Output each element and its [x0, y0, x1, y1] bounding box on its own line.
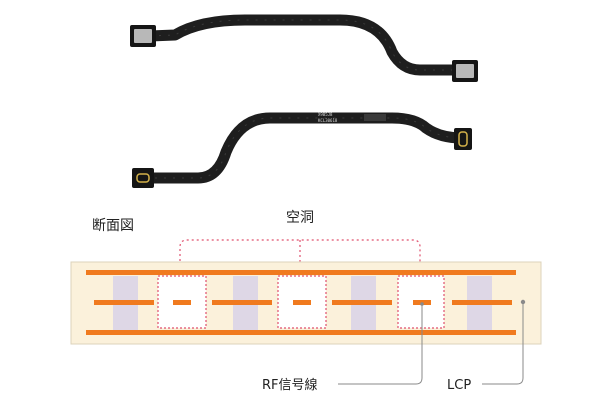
- cable-marking-1: X9B5J8: [318, 112, 333, 117]
- ground-trace: [94, 300, 154, 305]
- section-title: 断面図: [92, 218, 134, 234]
- connector-bottom-left-socket: [136, 173, 150, 183]
- cable-label-patch: [364, 114, 386, 121]
- ground-plane-bottom: [86, 330, 516, 335]
- rf-signal-label: RF信号線: [262, 377, 318, 393]
- rf-leader-line: [338, 305, 423, 385]
- connector-top-left: [130, 25, 156, 47]
- lcp-leader-dot: [520, 299, 526, 305]
- connector-bottom-right-socket: [458, 131, 468, 147]
- connector-top-right: [452, 60, 478, 82]
- flex-cable-top: [130, 14, 478, 82]
- lcp-label: LCP: [447, 378, 471, 393]
- rf-leader-dot: [420, 302, 424, 306]
- ground-trace: [452, 300, 512, 305]
- cavities: [157, 275, 445, 329]
- cable-marking-2: KCL30618: [318, 118, 338, 123]
- cavity-label: 空洞: [286, 210, 314, 226]
- connector-top-left-plate: [134, 29, 152, 43]
- rf-signal-trace: [173, 300, 191, 305]
- flex-cable-bottom-body: [140, 112, 468, 184]
- connector-bottom-left-frame: [132, 168, 154, 188]
- lcp-leader-line: [482, 302, 524, 385]
- connector-top-right-plate: [456, 64, 474, 78]
- ground-trace: [212, 300, 272, 305]
- flex-cable-top-body: [144, 14, 468, 76]
- connector-bottom-left: [132, 168, 154, 188]
- ground-trace: [332, 300, 392, 305]
- connector-bottom-right: [454, 128, 472, 150]
- rf-signal-trace: [293, 300, 311, 305]
- flex-cable-bottom: X9B5J8 KCL30618: [132, 112, 472, 188]
- ground-plane-top: [86, 270, 516, 275]
